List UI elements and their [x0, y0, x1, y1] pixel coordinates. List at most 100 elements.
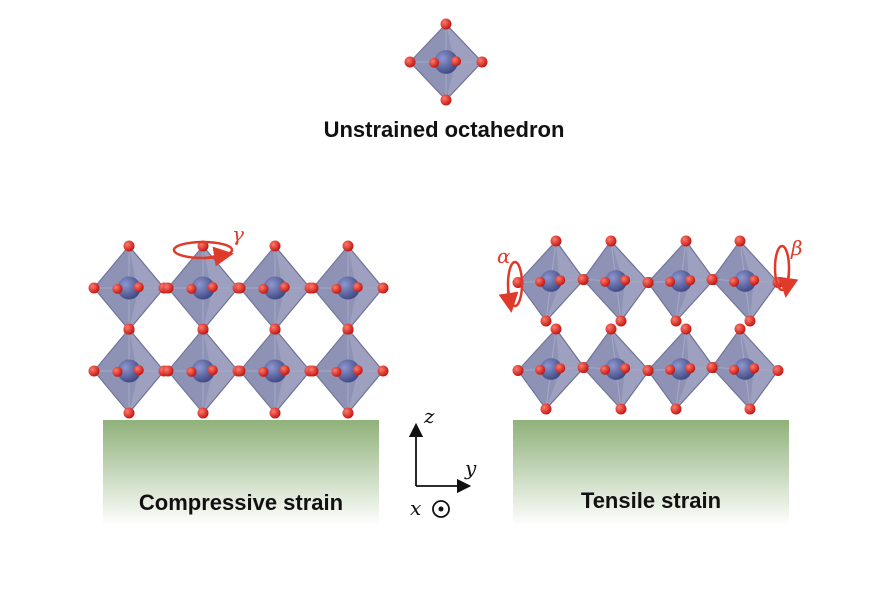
oxygen-atom — [133, 365, 144, 376]
oxygen-atom — [665, 276, 676, 287]
oxygen-atom — [440, 18, 452, 30]
compressive-octahedron — [88, 240, 170, 336]
oxygen-atom — [234, 365, 246, 377]
compressive-octahedron — [88, 323, 170, 419]
oxygen-atom — [269, 407, 281, 419]
oxygen-atom — [352, 282, 363, 293]
oxygen-atom — [680, 235, 692, 247]
oxygen-atom — [550, 323, 562, 335]
oxygen-atom — [535, 364, 546, 375]
oxygen-atom — [577, 274, 589, 285]
octahedra-layer — [88, 18, 784, 419]
oxygen-atom — [123, 240, 135, 252]
oxygen-atom — [744, 315, 756, 327]
central-atom — [263, 359, 287, 383]
oxygen-atom — [642, 365, 654, 376]
oxygen-atom — [440, 94, 452, 106]
oxygen-atom — [331, 366, 342, 377]
alpha-rotation-arrow — [498, 260, 524, 313]
oxygen-atom — [729, 364, 740, 375]
coordinate-axes — [408, 422, 472, 518]
oxygen-atom — [258, 283, 269, 294]
tensile-octahedron — [512, 235, 590, 327]
oxygen-atom — [706, 274, 718, 285]
oxygen-atom — [734, 235, 746, 247]
beta-rotation-arrow — [773, 244, 799, 298]
oxygen-atom — [352, 365, 363, 376]
central-atom — [734, 358, 756, 380]
gamma-rotation-label: γ — [232, 222, 244, 246]
central-atom — [605, 358, 627, 380]
oxygen-atom — [642, 277, 654, 288]
oxygen-atom — [197, 407, 209, 419]
oxygen-atom — [680, 323, 692, 335]
oxygen-atom — [540, 403, 552, 415]
central-atom — [434, 50, 458, 74]
tensile-octahedron — [706, 323, 784, 415]
compressive-octahedron — [307, 323, 389, 419]
oxygen-atom — [670, 315, 682, 327]
oxygen-atom — [540, 315, 552, 327]
tensile-octahedron — [642, 235, 720, 327]
oxygen-atom — [685, 363, 696, 374]
oxygen-atom — [535, 276, 546, 287]
compressive-octahedron — [162, 240, 244, 336]
central-atom — [191, 359, 215, 383]
unstrained-octahedron — [404, 18, 488, 106]
oxygen-atom — [600, 276, 611, 287]
oxygen-atom — [685, 275, 696, 286]
oxygen-atom — [258, 366, 269, 377]
oxygen-atom — [749, 275, 760, 286]
z-axis-label: z — [424, 404, 435, 428]
oxygen-atom — [123, 323, 135, 335]
oxygen-atom — [269, 240, 281, 252]
central-atom — [670, 270, 692, 292]
unstrained-octahedron-title: Unstrained octahedron — [323, 117, 565, 142]
alpha-rotation-label: α — [497, 244, 511, 268]
oxygen-atom — [615, 403, 627, 415]
oxygen-atom — [197, 323, 209, 335]
oxygen-atom — [88, 365, 100, 377]
oxygen-atom — [555, 363, 566, 374]
oxygen-atom — [269, 323, 281, 335]
oxygen-atom — [451, 56, 462, 67]
oxygen-atom — [512, 365, 524, 376]
oxygen-atom — [88, 282, 100, 294]
beta-rotation-label: β — [791, 236, 803, 260]
oxygen-atom — [620, 275, 631, 286]
oxygen-atom — [620, 363, 631, 374]
oxygen-atom — [429, 57, 440, 68]
compressive-strain-label: Compressive strain — [138, 490, 344, 515]
oxygen-atom — [605, 235, 617, 247]
oxygen-atom — [331, 283, 342, 294]
oxygen-atom — [665, 364, 676, 375]
oxygen-atom — [749, 363, 760, 374]
oxygen-atom — [186, 366, 197, 377]
compressive-octahedron — [234, 240, 316, 336]
tensile-octahedron — [577, 235, 655, 327]
oxygen-atom — [342, 323, 354, 335]
oxygen-atom — [550, 235, 562, 247]
oxygen-atom — [186, 283, 197, 294]
central-atom — [540, 270, 562, 292]
oxygen-atom — [476, 56, 488, 68]
oxygen-atom — [670, 403, 682, 415]
tensile-strain-label: Tensile strain — [580, 488, 722, 513]
tensile-octahedron — [512, 323, 590, 415]
oxygen-atom — [342, 240, 354, 252]
oxygen-atom — [744, 403, 756, 415]
oxygen-atom — [234, 282, 246, 294]
oxygen-atom — [600, 364, 611, 375]
compressive-octahedron — [307, 240, 389, 336]
central-atom — [263, 276, 287, 300]
oxygen-atom — [112, 366, 123, 377]
central-atom — [540, 358, 562, 380]
oxygen-atom — [279, 365, 290, 376]
oxygen-atom — [772, 365, 784, 376]
oxygen-atom — [133, 282, 144, 293]
oxygen-atom — [112, 283, 123, 294]
oxygen-atom — [207, 365, 218, 376]
oxygen-atom — [162, 282, 174, 294]
compressive-substrate — [103, 420, 379, 526]
oxygen-atom — [162, 365, 174, 377]
